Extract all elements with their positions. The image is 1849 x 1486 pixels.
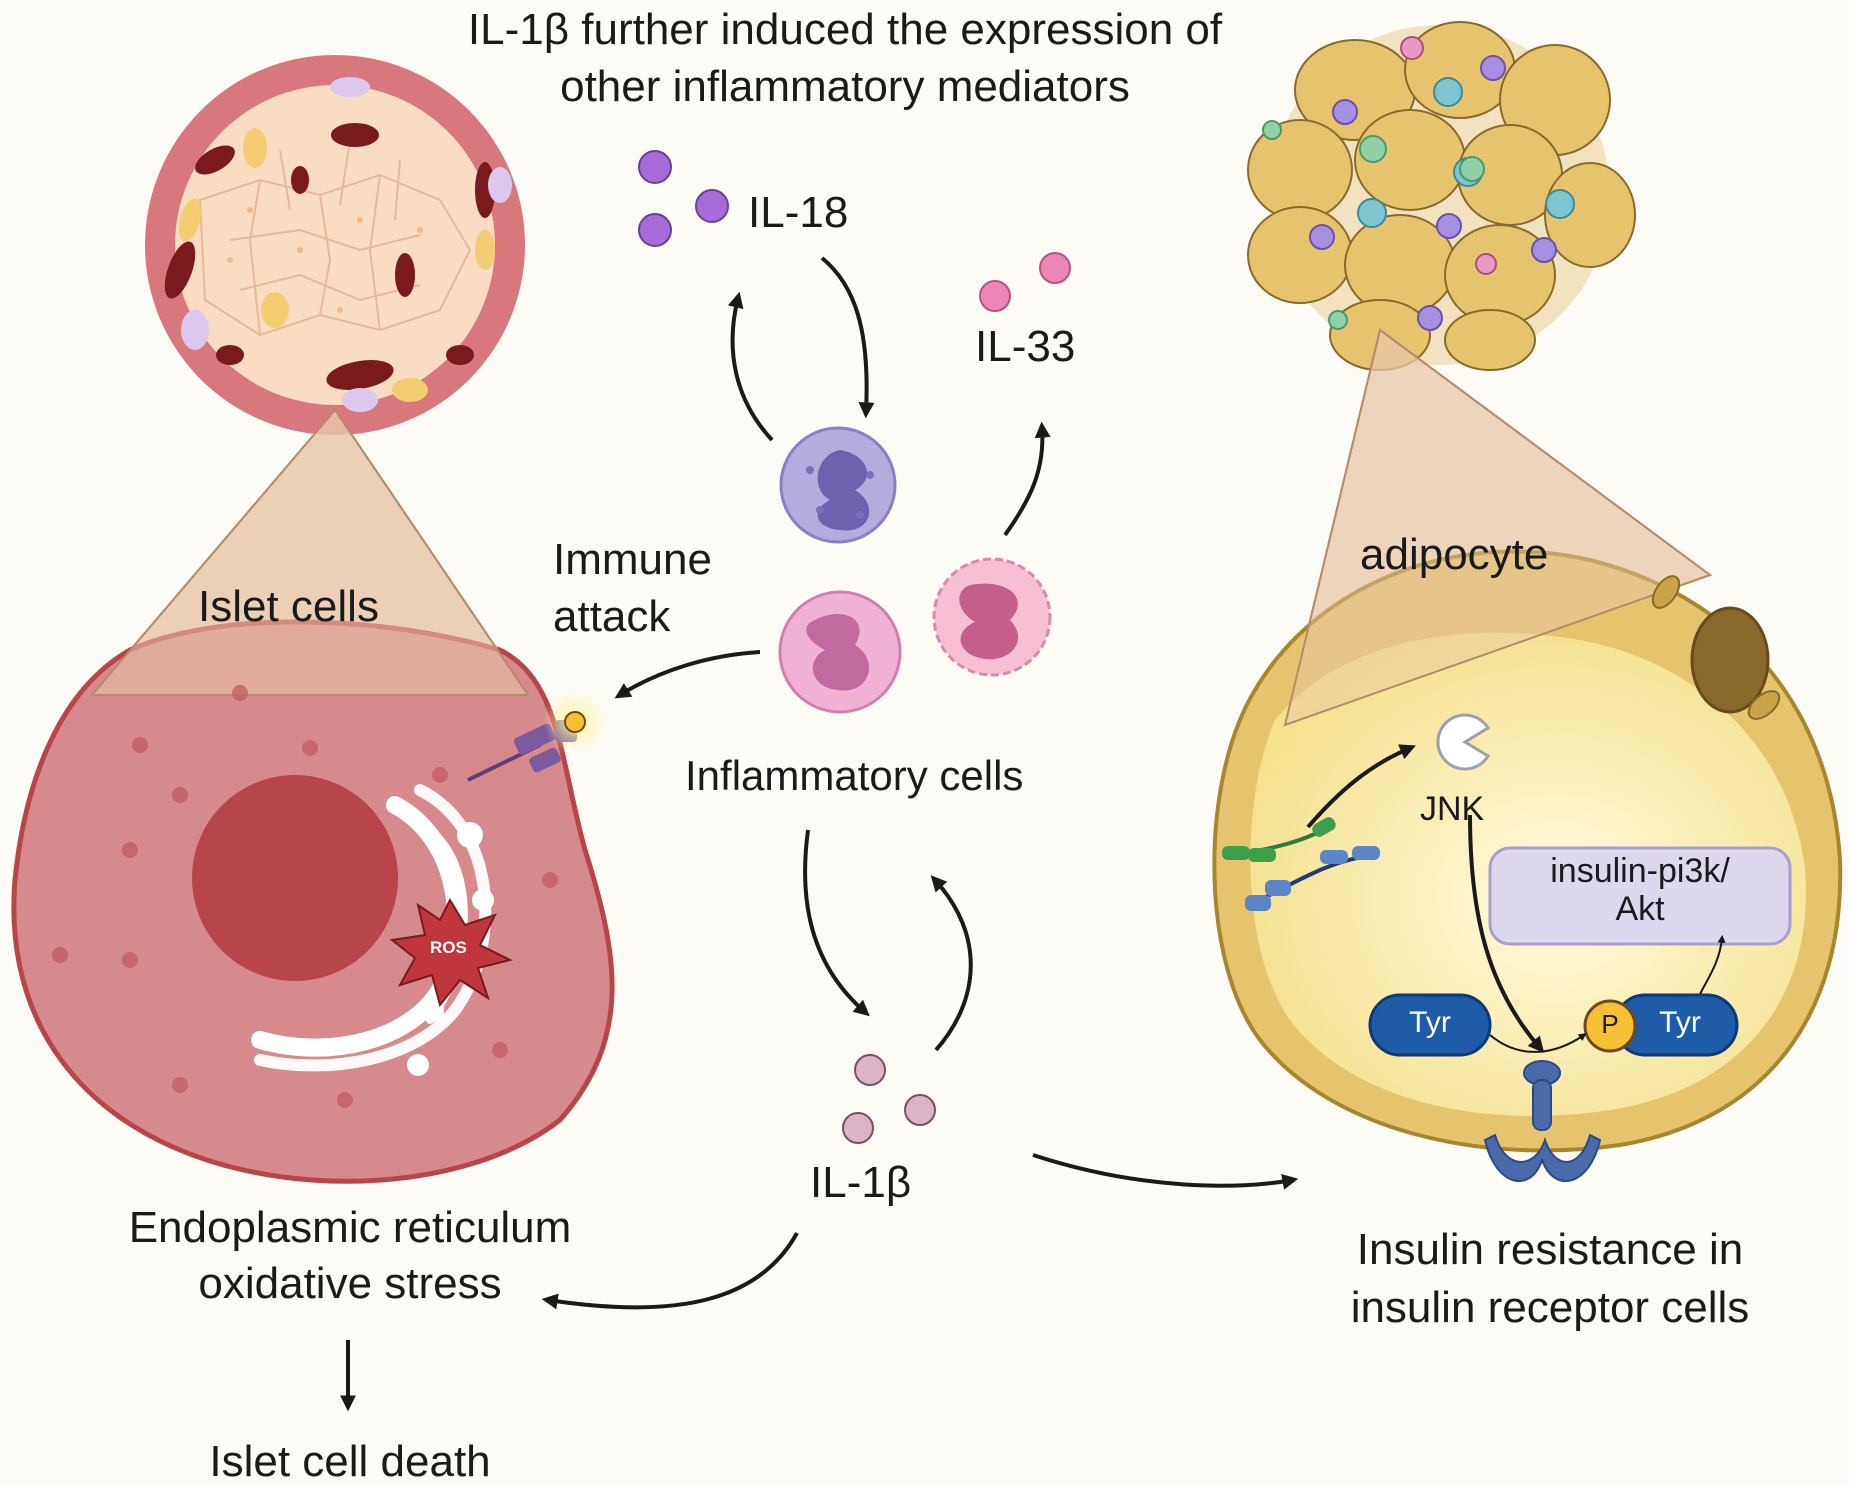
immune-attack-label-2: attack	[553, 592, 671, 641]
immune-attack-label-1: Immune	[553, 535, 712, 584]
tyr-left-shape	[1368, 993, 1492, 1057]
immune-cell-neutrophil	[778, 590, 902, 714]
arrow-il1b-to-insulin-resistance	[1032, 1153, 1299, 1190]
pathway-label-2: Akt	[1615, 890, 1665, 928]
il33-label: IL-33	[975, 322, 1076, 371]
il18-label: IL-18	[748, 188, 849, 237]
immune-cell-basophil	[779, 426, 897, 544]
arrow-to-jnk	[1306, 744, 1416, 829]
er-stress-label-1: Endoplasmic reticulum	[128, 1203, 572, 1252]
islet-cells-label: Islet cells	[198, 582, 379, 631]
tyr-left-label: Tyr	[1409, 1006, 1451, 1039]
islet-death-label: Islet cell death	[209, 1437, 491, 1486]
ros-burst	[389, 897, 513, 1008]
membrane-receptor	[467, 690, 607, 782]
arrow-jnk-to-receptor	[1468, 814, 1545, 1053]
arrow-il1b-to-inflammatory	[930, 875, 973, 1052]
adipocyte-nucleus	[1690, 606, 1770, 714]
arrows	[340, 256, 1726, 1412]
insulin-receptor	[1483, 1060, 1602, 1182]
arrow-tyr-to-pathway	[1699, 934, 1726, 995]
il18-molecules	[638, 150, 729, 247]
header-line-2: other inflammatory mediators	[560, 62, 1130, 111]
inflammatory-cells-label: Inflammatory cells	[685, 752, 1024, 799]
pathway-label-1: insulin-pi3k/	[1550, 852, 1730, 890]
mitochondria	[1651, 575, 1781, 720]
header-line-1: IL-1β further induced the expression of	[467, 5, 1223, 54]
il1b-molecules	[842, 1054, 936, 1144]
islet-tissue-illustration	[145, 55, 525, 435]
arrow-to-il33	[1003, 421, 1051, 537]
arrow-immune-attack	[614, 650, 761, 699]
arrow-tyr-to-phospho	[1489, 1033, 1587, 1053]
arrow-il1b-to-er-stress	[541, 1232, 799, 1310]
er-stress-label-2: oxidative stress	[198, 1259, 502, 1308]
il33-molecules	[979, 252, 1071, 312]
phospho-circle	[1583, 999, 1637, 1053]
arrow-il18-to-basophil	[820, 256, 875, 419]
islet-cell-illustration	[11, 408, 615, 1184]
tyr-right-label: Tyr	[1659, 1006, 1701, 1039]
arrow-inflammatory-to-il1b	[803, 829, 870, 1017]
jnk-label: JNK	[1420, 790, 1485, 828]
jnk-shape	[1436, 713, 1491, 771]
islet-nucleus	[192, 775, 398, 981]
immune-cell-eosinophil	[932, 557, 1052, 677]
adipocyte-illustration	[1212, 328, 1843, 1182]
pathway-box	[1488, 846, 1792, 946]
cytokine-receptors	[1222, 817, 1380, 911]
adipose-tissue-illustration	[1247, 21, 1636, 371]
ros-label: ROS	[430, 938, 467, 957]
il1b-label: IL-1β	[810, 1158, 912, 1207]
insulin-resistance-label-2: insulin receptor cells	[1350, 1283, 1750, 1332]
phospho-label: P	[1601, 1009, 1619, 1039]
insulin-resistance-label-1: Insulin resistance in	[1356, 1225, 1744, 1274]
adipocyte-label: adipocyte	[1360, 530, 1549, 579]
arrow-to-il18	[727, 291, 774, 442]
